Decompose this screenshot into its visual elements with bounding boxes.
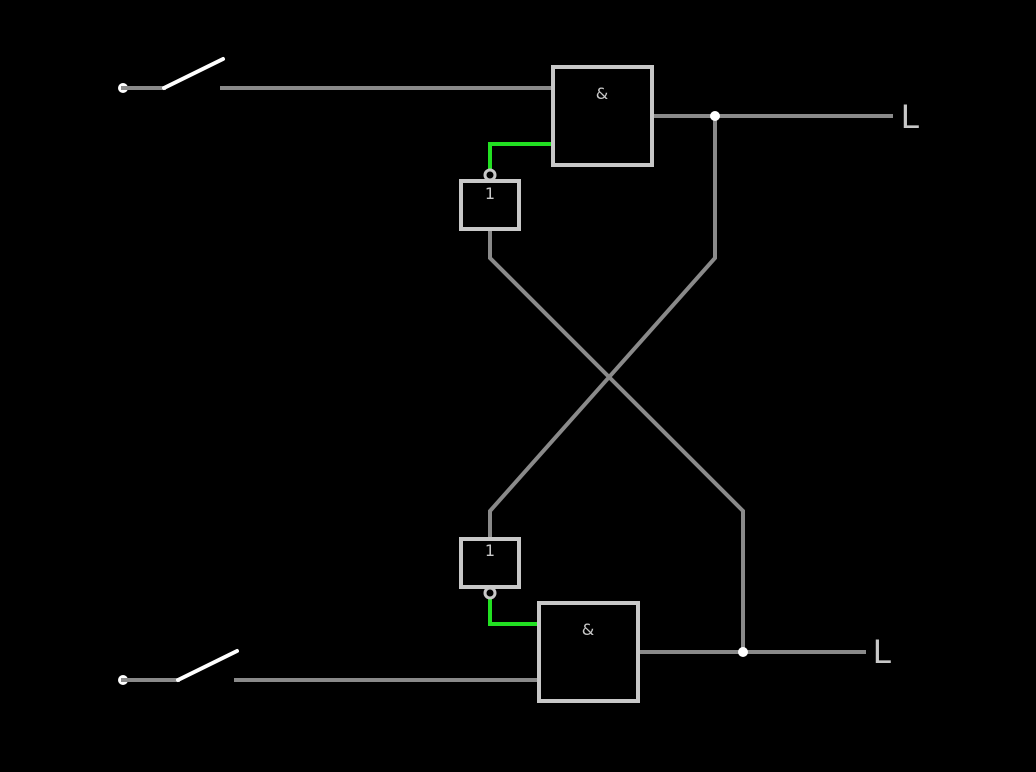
bottom-to-top-cross-wire — [488, 227, 745, 654]
top-output-junction — [710, 111, 720, 121]
bottom-input-switch[interactable] — [118, 649, 239, 685]
top-input-switch[interactable] — [118, 57, 225, 93]
top-not-inversion-bubble — [483, 168, 497, 182]
bottom-not-gate[interactable]: 1 — [459, 537, 521, 600]
top-feedback-active-wire — [488, 142, 554, 174]
bottom-and-gate-symbol: & — [582, 620, 594, 639]
bottom-switch-lever[interactable] — [176, 649, 239, 682]
top-and-gate[interactable]: & — [551, 65, 654, 167]
top-to-bottom-cross-wire — [488, 114, 717, 540]
bottom-not-gate-body — [459, 537, 521, 589]
bottom-output-label: L — [873, 633, 892, 671]
bottom-not-gate-symbol: 1 — [485, 541, 495, 560]
bottom-and-gate-body — [537, 601, 640, 703]
top-not-gate-symbol: 1 — [485, 184, 495, 203]
top-and-gate-body — [551, 65, 654, 167]
top-output-label: L — [901, 98, 920, 136]
top-not-gate[interactable]: 1 — [459, 168, 521, 231]
top-and-gate-symbol: & — [596, 84, 608, 103]
bottom-not-inversion-bubble — [483, 586, 497, 600]
bottom-and-gate[interactable]: & — [537, 601, 640, 703]
top-switch-lever[interactable] — [162, 57, 225, 90]
bottom-feedback-active-wire — [488, 596, 540, 626]
bottom-output-junction — [738, 647, 748, 657]
